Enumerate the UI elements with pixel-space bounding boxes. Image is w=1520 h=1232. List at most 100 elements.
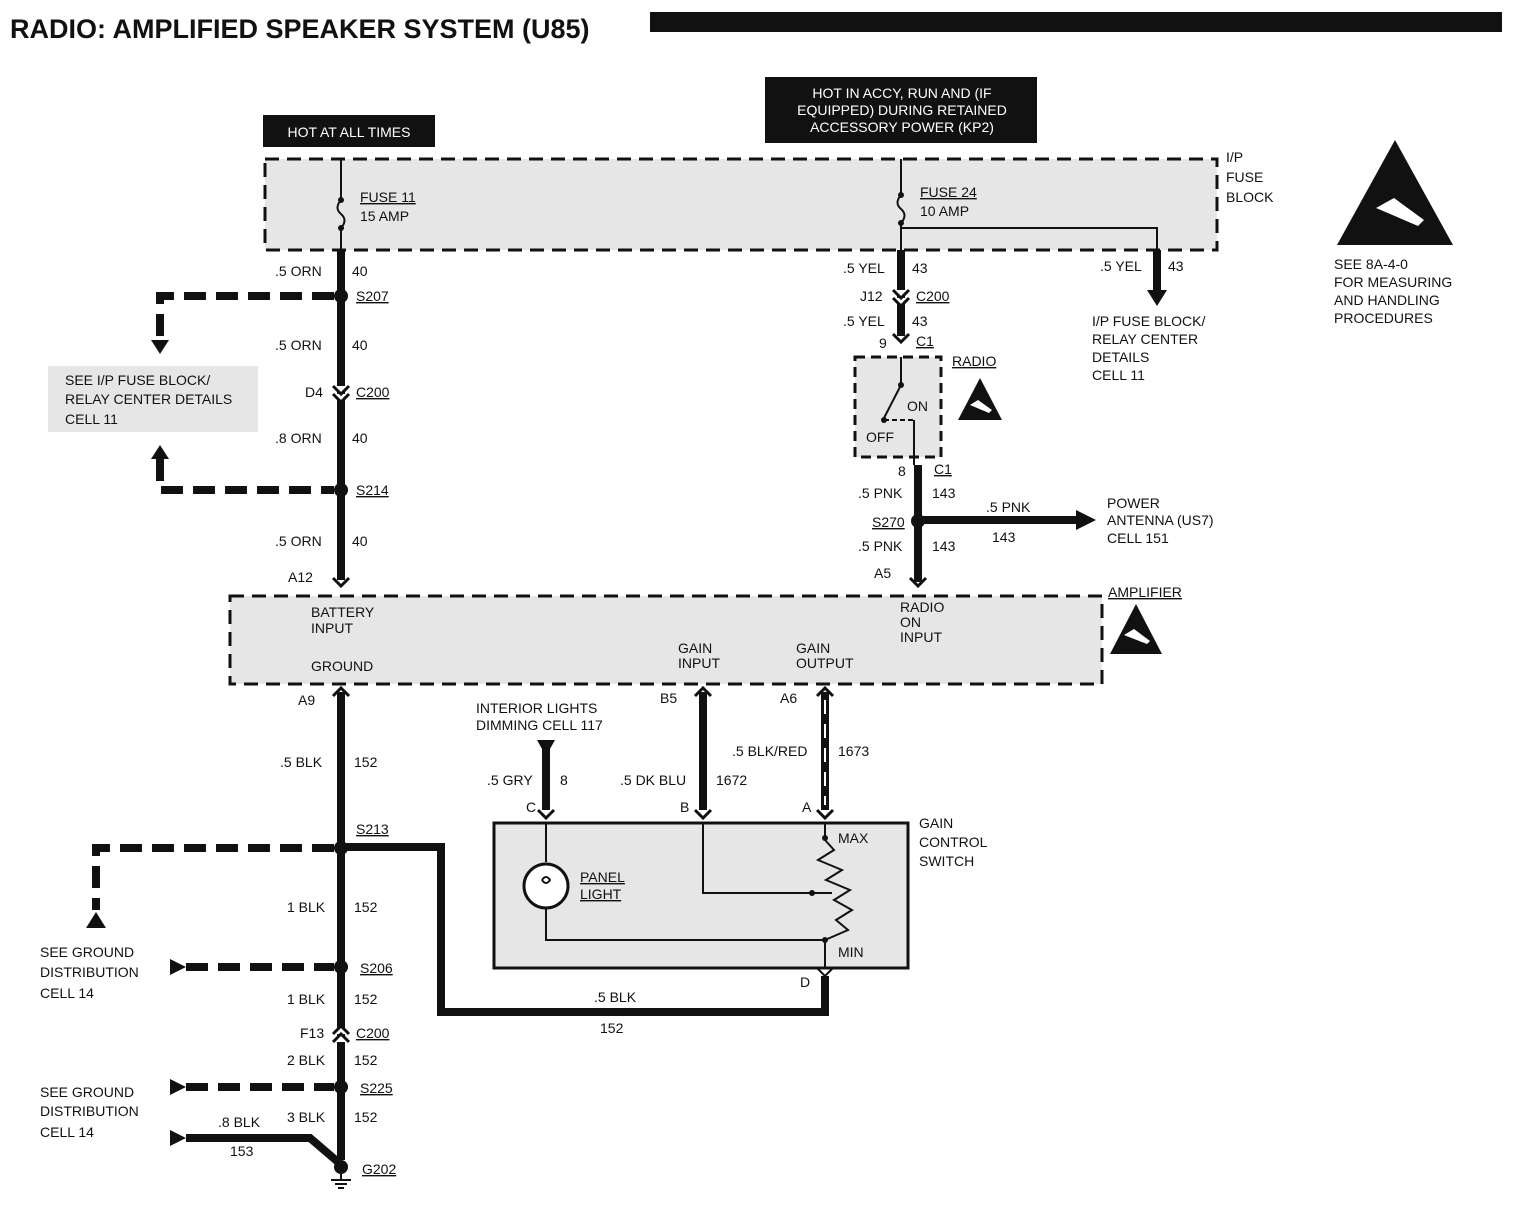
ip-relay-line2: RELAY CENTER (1092, 331, 1198, 347)
splice-s214 (334, 483, 348, 497)
circuit-143-a: 143 (932, 485, 956, 501)
pin-c: C (526, 799, 536, 815)
wire-05orn-b: .5 ORN (275, 337, 322, 353)
circuit-1672: 1672 (716, 772, 747, 788)
splice-s206-label: S206 (360, 960, 393, 976)
pin-d: D (800, 974, 810, 990)
splice-s206 (334, 960, 348, 974)
circuit-40-c: 40 (352, 430, 368, 446)
esd-hand-icon (1376, 198, 1424, 226)
wire-05pnk-b: .5 PNK (858, 538, 903, 554)
see-ground-line2: DISTRIBUTION (40, 964, 139, 980)
wire-05orn-c: .5 ORN (275, 533, 322, 549)
panel-light-return (545, 908, 825, 941)
radio-label: RADIO (952, 353, 996, 369)
wire-3blk: 3 BLK (287, 1109, 326, 1125)
power-antenna-line1: POWER (1107, 495, 1160, 511)
esd-note-line1: SEE 8A-4-0 (1334, 256, 1408, 272)
splice-s213 (334, 841, 348, 855)
radio-esd-icon (958, 378, 1002, 420)
fuse24-amp: 10 AMP (920, 203, 969, 219)
wire-05pnk-c: .5 PNK (986, 499, 1031, 515)
s206-arrow-icon (170, 959, 186, 975)
circuit-43-b: 43 (912, 313, 928, 329)
wire-05blk-b: .5 BLK (594, 989, 637, 1005)
see-ground-line1: SEE GROUND (40, 944, 134, 960)
fuse24-branch (901, 227, 1158, 250)
amplifier-esd-hand-icon (1124, 629, 1150, 644)
fuse24-terminal-top (898, 192, 904, 198)
hot-accy-box (765, 77, 1037, 143)
ip-relay-line3: DETAILS (1092, 349, 1149, 365)
radio-on-input-line1: RADIO (900, 599, 944, 615)
hot-accy-line2: EQUIPPED) DURING RETAINED (797, 102, 1007, 118)
s214-arrow-icon (151, 445, 169, 459)
splice-s207-label: S207 (356, 288, 389, 304)
see-ip-line3: CELL 11 (65, 411, 118, 427)
circuit-40-d: 40 (352, 533, 368, 549)
gain-switch-line1: GAIN (919, 815, 953, 831)
splice-s225 (334, 1080, 348, 1094)
splice-s270-label: S270 (872, 514, 905, 530)
max-label: MAX (838, 830, 869, 846)
amplifier-label: AMPLIFIER (1108, 584, 1182, 600)
fuse24-name: FUSE 24 (920, 184, 977, 200)
circuit-152-f: 152 (600, 1020, 624, 1036)
radio-on-input-line2: ON (900, 614, 921, 630)
pin-8: 8 (898, 463, 906, 479)
fuse11-icon (336, 199, 346, 229)
hot-all-times-box (263, 115, 435, 147)
ground-g202-label: G202 (362, 1161, 396, 1177)
circuit-152-c: 152 (354, 991, 378, 1007)
rheostat-max-terminal (822, 835, 828, 841)
see-ground2-line3: CELL 14 (40, 1124, 94, 1140)
circuit-40-b: 40 (352, 337, 368, 353)
battery-input-line1: BATTERY (311, 604, 375, 620)
s225-arrow-icon (170, 1079, 186, 1095)
title-bar (650, 12, 1502, 32)
circuit-152-a: 152 (354, 754, 378, 770)
a5-connector-icon (908, 576, 928, 589)
battery-input-line2: INPUT (311, 620, 353, 636)
amp-ground-label: GROUND (311, 658, 373, 674)
wire-05blk-a: .5 BLK (280, 754, 323, 770)
ip-fuse-label3: BLOCK (1226, 189, 1274, 205)
circuit-153-wire (186, 1134, 341, 1166)
circuit-143-c: 143 (992, 529, 1016, 545)
s213-arrow-icon (86, 912, 106, 928)
ip-relay-line1: I/P FUSE BLOCK/ (1092, 313, 1205, 329)
connector-c1-a: C1 (916, 333, 934, 349)
see-ground2-line1: SEE GROUND (40, 1084, 134, 1100)
c200-j12-connector-icon (891, 288, 911, 309)
gain-input-wiper (702, 823, 832, 894)
ip-fuse-label1: I/P (1226, 149, 1243, 165)
esd-note-line2: FOR MEASURING (1334, 274, 1452, 290)
connector-c200-a: C200 (356, 384, 390, 400)
esd-note-line4: PROCEDURES (1334, 310, 1433, 326)
gain-switch-ground-wire (341, 843, 829, 1016)
diagram-title: RADIO: AMPLIFIED SPEAKER SYSTEM (U85) (10, 14, 590, 44)
ip-relay-arrow-icon (1147, 290, 1167, 306)
pin-9: 9 (879, 335, 887, 351)
connector-c200-c: C200 (356, 1025, 390, 1041)
panel-light-filament-icon (541, 876, 552, 884)
splice-s213-label: S213 (356, 821, 389, 837)
connector-b5: B5 (660, 690, 677, 706)
splice-s207 (334, 289, 348, 303)
a6-connector-icon (815, 685, 835, 698)
wire-1blk-b: 1 BLK (287, 991, 326, 1007)
c200-d4-connector-icon (331, 384, 351, 405)
circuit-143-b: 143 (932, 538, 956, 554)
wire-05gry: .5 GRY (487, 772, 533, 788)
fuse11-terminal-top (338, 197, 344, 203)
radio-switch-blade (883, 384, 902, 419)
pin-b: B (680, 799, 689, 815)
circuit-153: 153 (230, 1143, 254, 1159)
gain-switch-line2: CONTROL (919, 834, 988, 850)
gain-output-line1: GAIN (796, 640, 830, 656)
circuit-1673: 1673 (838, 743, 869, 759)
fuse24-terminal-bottom (898, 220, 904, 226)
wire-1blk-a: 1 BLK (287, 899, 326, 915)
power-antenna-line2: ANTENNA (US7) (1107, 512, 1214, 528)
